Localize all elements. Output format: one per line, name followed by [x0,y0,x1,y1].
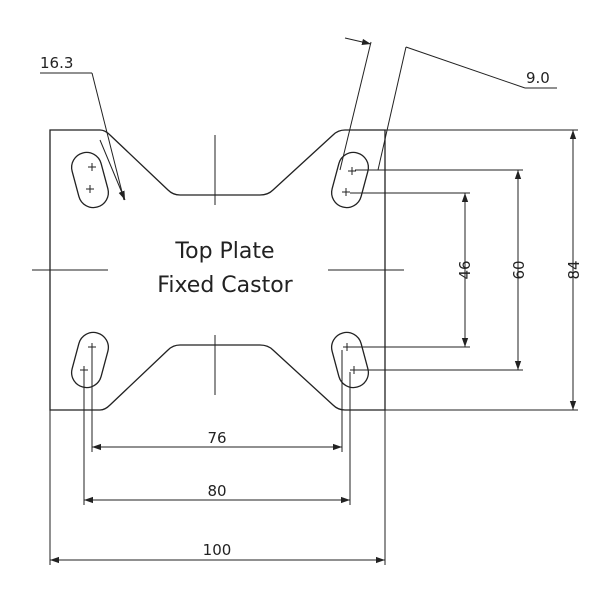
dimension-horizontal-80: 80 [83,372,351,505]
dimension-vertical-84-label: 84 [565,260,583,279]
dimension-vertical-60-label: 60 [510,260,528,279]
title-line-2: Fixed Castor [157,273,293,298]
dimension-slot-angle: 9.0 [339,37,557,171]
title-line-1: Top Plate [174,239,274,264]
dimension-horizontal-76: 76 [91,350,343,452]
center-lines [32,135,404,395]
slot-top-left [70,151,110,209]
dimension-vertical-46-label: 46 [456,260,474,279]
slot-top-right [330,151,370,209]
dimension-horizontal-100-label: 100 [203,541,232,559]
dimension-slot-angle-label: 9.0 [526,69,550,87]
dimension-vertical-60: 60 [355,169,528,371]
dimension-vertical-46: 46 [350,192,474,348]
slot-bottom-right [330,331,370,389]
dimension-horizontal-80-label: 80 [207,482,226,500]
dimension-horizontal-100: 100 [49,410,386,565]
dimension-slot-width: 16.3 [40,54,126,201]
dimension-horizontal-76-label: 76 [207,429,226,447]
dimension-vertical-84: 84 [385,129,583,411]
dimension-slot-width-label: 16.3 [40,54,73,72]
slot-bottom-left [70,331,110,389]
